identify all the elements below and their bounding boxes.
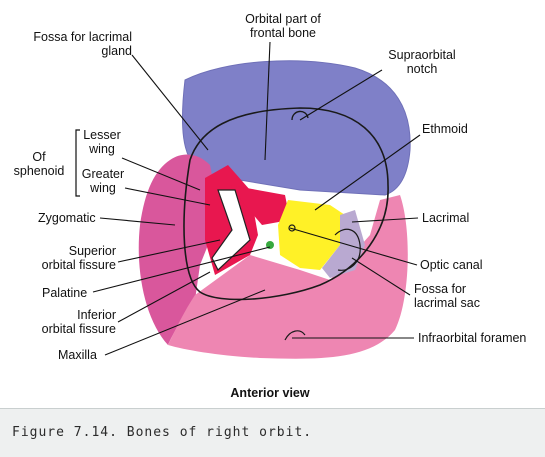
- label-orbital-part: Orbital part of frontal bone: [228, 12, 338, 40]
- label-inferior-line1: Inferior: [77, 308, 116, 322]
- leader-lines: [92, 41, 421, 356]
- label-zygomatic: Zygomatic: [38, 211, 96, 225]
- label-lesser-line1: Lesser: [83, 128, 121, 142]
- label-greater-line2: wing: [90, 181, 116, 195]
- fossa-lacrimal-sac-outline: [334, 228, 361, 271]
- infraorbital-foramen: [284, 330, 306, 341]
- label-of-line2: sphenoid: [13, 164, 65, 178]
- figure-caption: Figure 7.14. Bones of right orbit.: [12, 425, 313, 440]
- view-label: Anterior view: [230, 386, 310, 400]
- label-optic-canal: Optic canal: [420, 258, 483, 272]
- label-maxilla: Maxilla: [58, 348, 97, 362]
- label-fossa-lacrimal-gland: Fossa for lacrimal gland: [2, 30, 132, 58]
- label-lesser-line2: wing: [89, 142, 115, 156]
- label-greater-line1: Greater: [81, 167, 125, 181]
- label-superior-line2: orbital fissure: [41, 258, 116, 272]
- label-fossa-gland-line2: gland: [101, 44, 132, 58]
- label-of-sphenoid: Of sphenoid: [8, 150, 70, 178]
- orbit-diagram: [75, 41, 421, 359]
- zygomatic-bone-region: [138, 154, 220, 345]
- label-supraorbital-notch: Supraorbital notch: [372, 48, 472, 76]
- label-inferior-line2: orbital fissure: [41, 322, 116, 336]
- label-superior-line1: Superior: [68, 244, 116, 258]
- caption-bar: Figure 7.14. Bones of right orbit.: [0, 408, 545, 457]
- orbit-rim-outline: [183, 107, 389, 301]
- label-of-line1: Of: [32, 150, 46, 164]
- label-orbital-part-line2: frontal bone: [249, 26, 317, 40]
- label-orbital-part-line1: Orbital part of: [245, 12, 321, 26]
- label-fossa-lacrimal-sac: Fossa for lacrimal sac: [414, 282, 480, 310]
- label-infraorbital-foramen: Infraorbital foramen: [418, 331, 527, 345]
- sphenoid-bracket: [75, 129, 80, 197]
- label-supraorbital-line2: notch: [406, 62, 438, 76]
- label-fossa-gland-line1: Fossa for lacrimal: [33, 30, 132, 44]
- superior-orbital-fissure: [211, 189, 251, 271]
- label-lacrimal: Lacrimal: [422, 211, 470, 225]
- label-inferior-orbital-fissure: Inferior orbital fissure: [10, 308, 116, 336]
- optic-canal: [288, 224, 296, 232]
- label-superior-orbital-fissure: Superior orbital fissure: [10, 244, 116, 272]
- label-lesser-wing: Lesser wing: [82, 128, 122, 156]
- label-supraorbital-line1: Supraorbital: [388, 48, 456, 62]
- label-ethmoid: Ethmoid: [422, 122, 468, 136]
- label-palatine: Palatine: [42, 286, 88, 300]
- ethmoid-bone-region: [278, 200, 345, 270]
- label-fossa-sac-line2: lacrimal sac: [414, 296, 480, 310]
- sphenoid-lesser-wing-region: [230, 185, 290, 225]
- label-greater-wing: Greater wing: [80, 167, 126, 195]
- maxilla-bone-region: [168, 195, 408, 359]
- label-fossa-sac-line1: Fossa for: [414, 282, 467, 296]
